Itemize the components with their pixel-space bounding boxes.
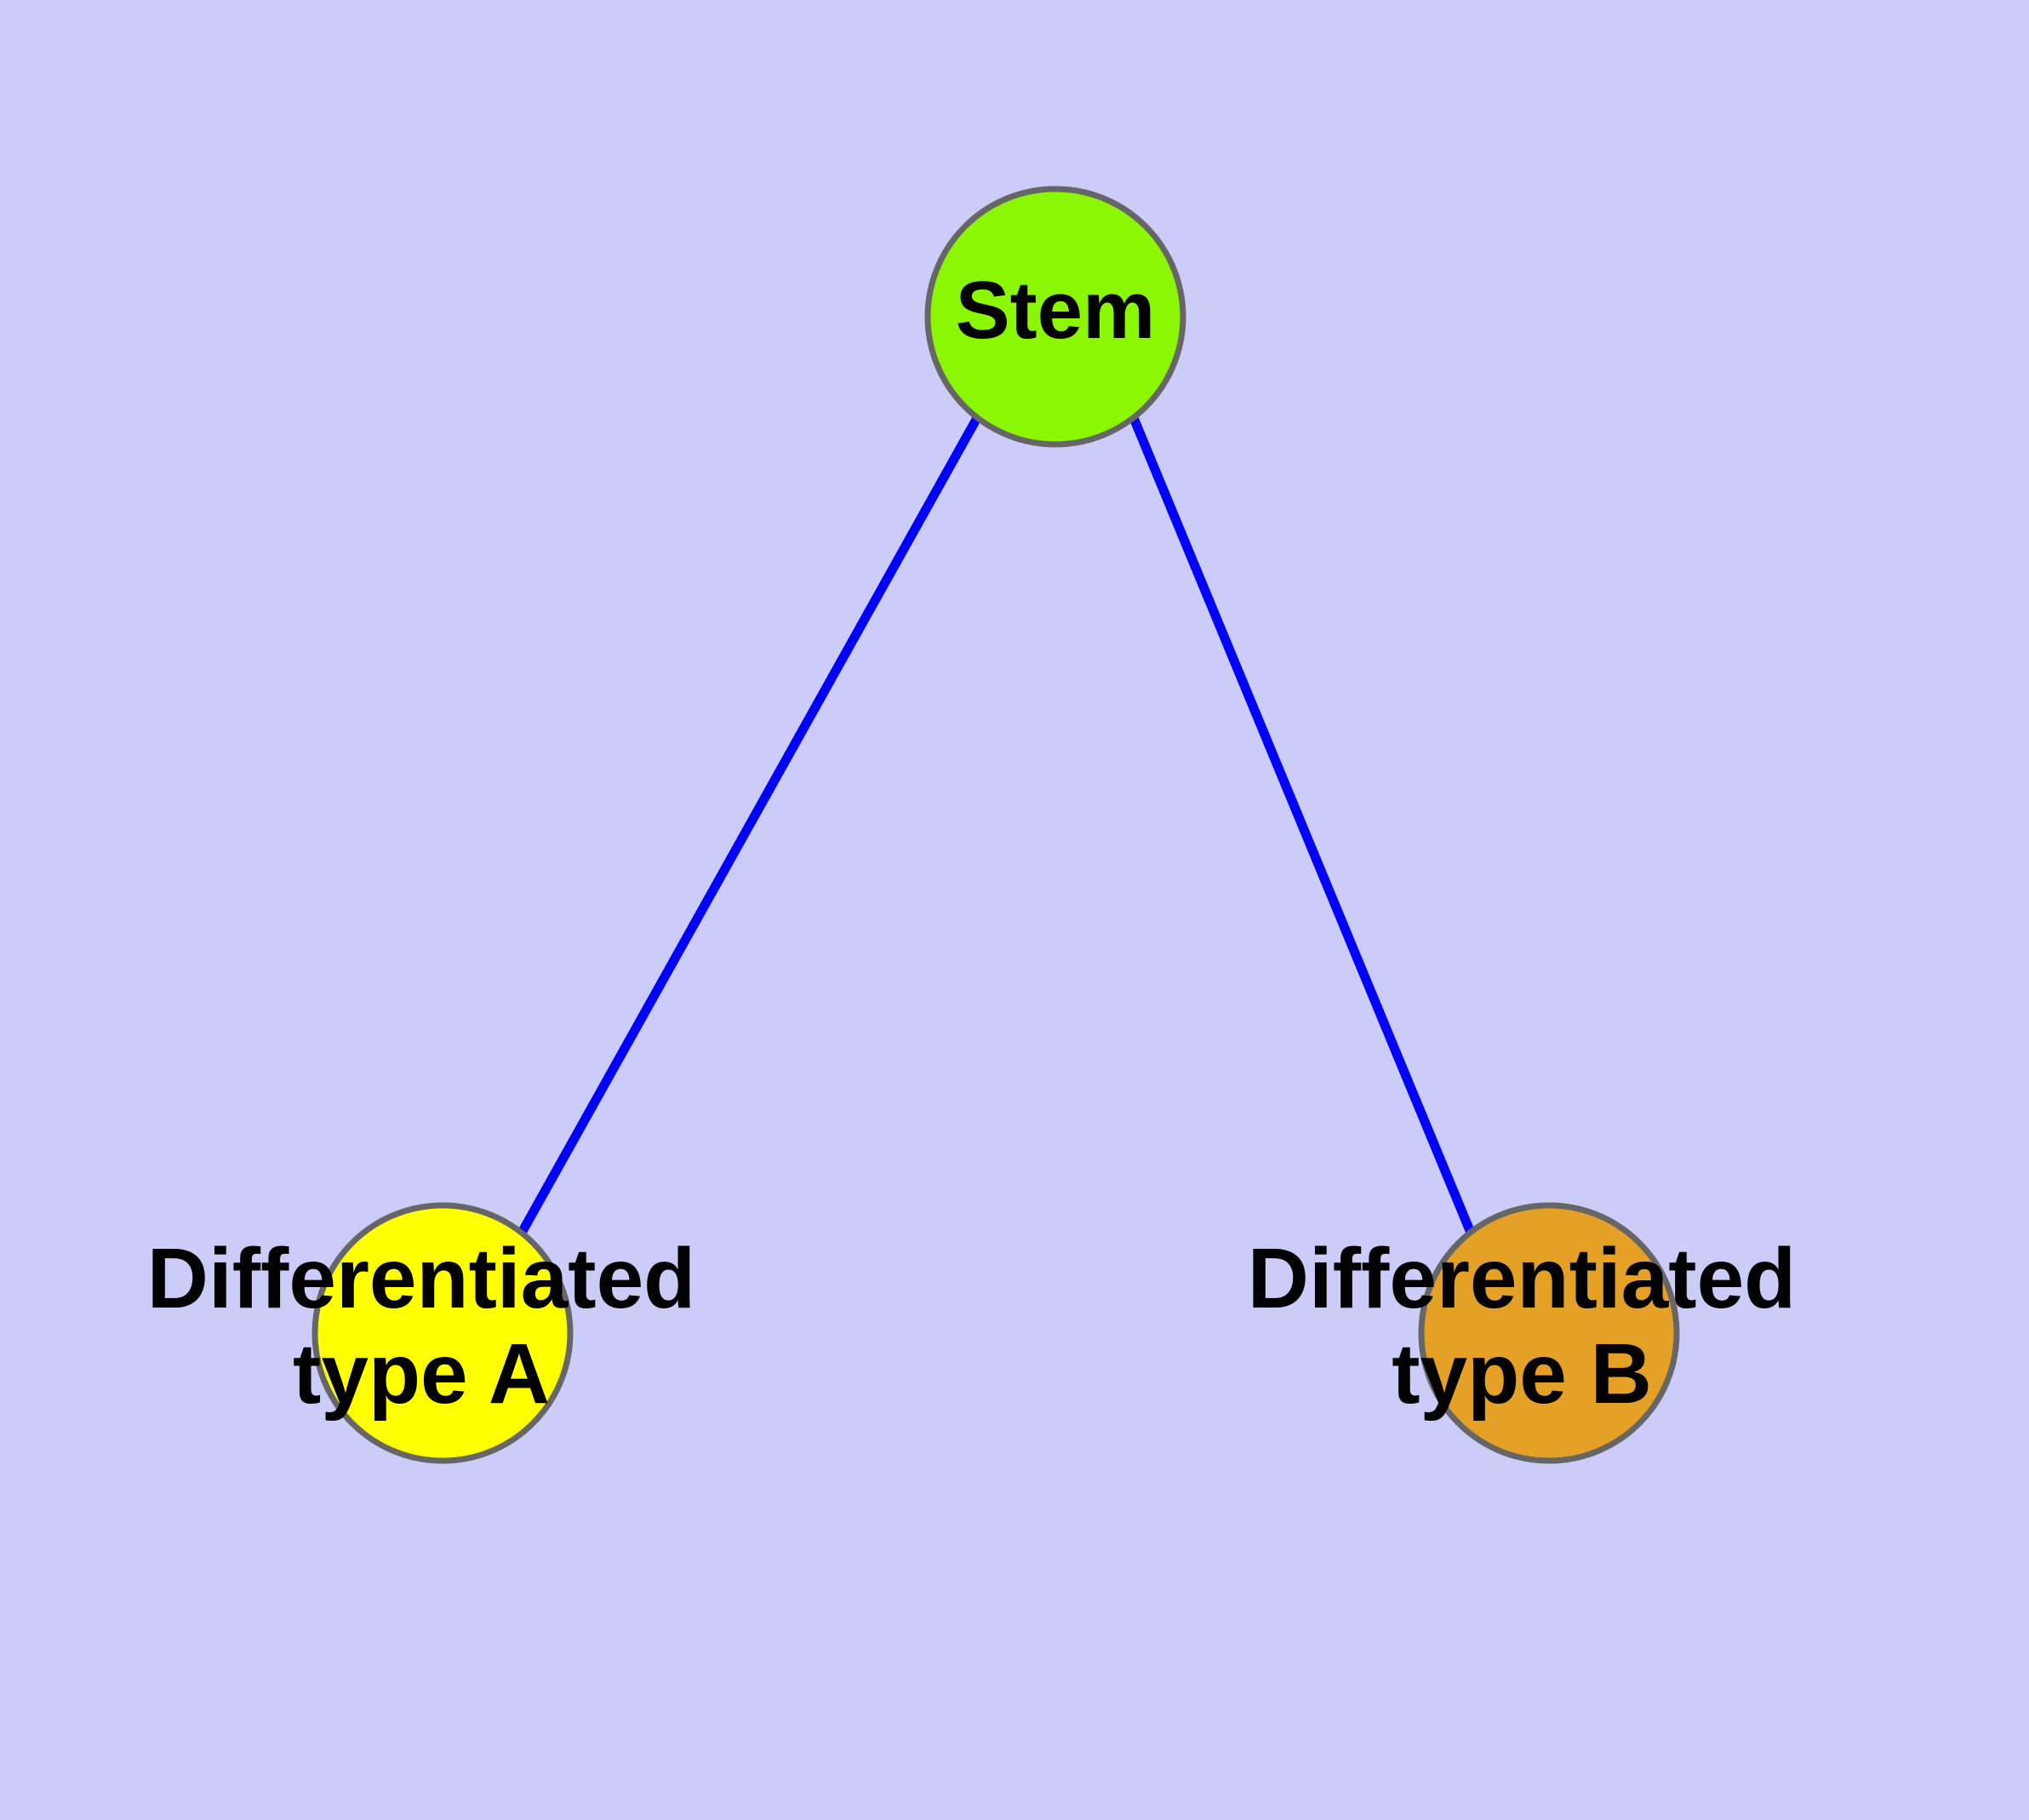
node-layer: [311, 186, 1680, 1464]
edge-stem-to-differentiated-type-b[interactable]: [1129, 415, 1476, 1235]
node-stem[interactable]: [924, 186, 1186, 448]
node-label-stem: Stem: [956, 265, 1156, 356]
node-differentiated-type-a[interactable]: [311, 1202, 574, 1464]
edge-stem-to-differentiated-type-a[interactable]: [517, 415, 981, 1235]
edge-layer: [517, 415, 1476, 1235]
node-differentiated-type-b[interactable]: [1418, 1202, 1680, 1464]
